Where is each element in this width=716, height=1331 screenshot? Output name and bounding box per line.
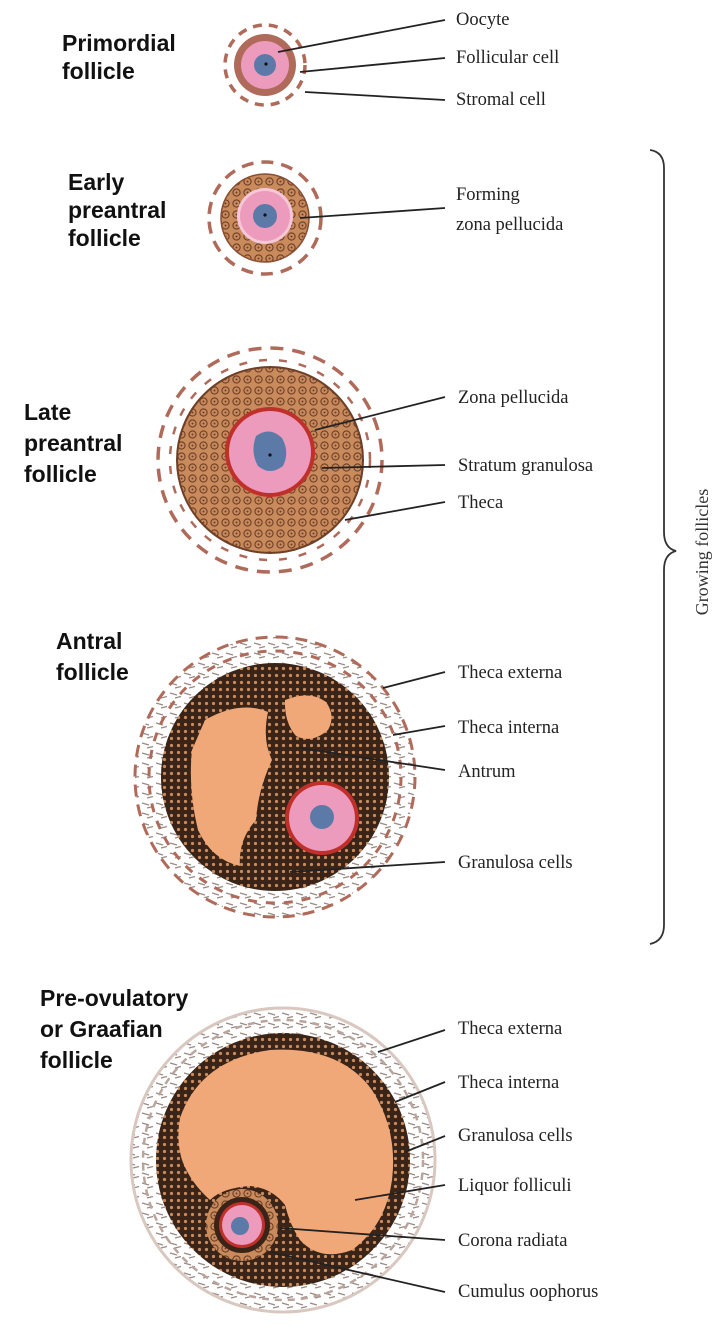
stage-antral: Antral follicle Theca externa Theca inte…: [56, 628, 573, 917]
label-liquor-folliculi: Liquor folliculi: [458, 1176, 572, 1196]
oocyte-nucleus: [253, 431, 286, 471]
label-antrum: Antrum: [458, 762, 516, 782]
primordial-title: Primordial follicle: [62, 30, 182, 84]
antral-title: Antral follicle: [56, 628, 129, 685]
label-stromal-cell: Stromal cell: [456, 90, 546, 110]
growing-follicles-bracket: Growing follicles: [650, 150, 712, 944]
label-zona-pellucida-forming: zona pellucida: [456, 215, 563, 235]
growing-follicles-label: Growing follicles: [692, 489, 712, 615]
stage-primordial: Primordial follicle Oocyte Follicular ce…: [62, 10, 559, 110]
label-theca-interna-graafian: Theca interna: [458, 1073, 559, 1093]
label-granulosa-cells: Granulosa cells: [458, 853, 573, 873]
label-theca-interna: Theca interna: [458, 718, 559, 738]
label-stratum-granulosa: Stratum granulosa: [458, 456, 593, 476]
label-theca-externa-graafian: Theca externa: [458, 1019, 562, 1039]
oocyte-nucleus: [310, 805, 334, 829]
stage-early-preantral: Early preantral follicle Forming zona pe…: [68, 162, 563, 274]
label-cumulus-oophorus: Cumulus oophorus: [458, 1282, 598, 1302]
late-preantral-follicle-drawing: [158, 348, 382, 572]
antral-follicle-drawing: [135, 637, 415, 917]
label-follicular-cell: Follicular cell: [456, 48, 559, 68]
label-theca-externa: Theca externa: [458, 663, 562, 683]
label-zona-pellucida: Zona pellucida: [458, 388, 568, 408]
graafian-follicle-drawing: [131, 1008, 435, 1312]
oocyte-nucleus: [231, 1217, 249, 1235]
label-oocyte: Oocyte: [456, 10, 509, 30]
label-forming: Forming: [456, 185, 520, 205]
stage-graafian: Pre-ovulatory or Graafian follicle Theca…: [40, 985, 598, 1312]
primordial-follicle-drawing: [225, 25, 305, 105]
label-corona-radiata: Corona radiata: [458, 1231, 567, 1251]
label-granulosa-cells-graafian: Granulosa cells: [458, 1126, 573, 1146]
stage-late-preantral: Late preantral follicle Zona pellucida S…: [24, 348, 593, 572]
early-preantral-title: Early preantral follicle: [68, 169, 173, 251]
label-theca: Theca: [458, 493, 503, 513]
late-preantral-title: Late preantral follicle: [24, 399, 129, 487]
